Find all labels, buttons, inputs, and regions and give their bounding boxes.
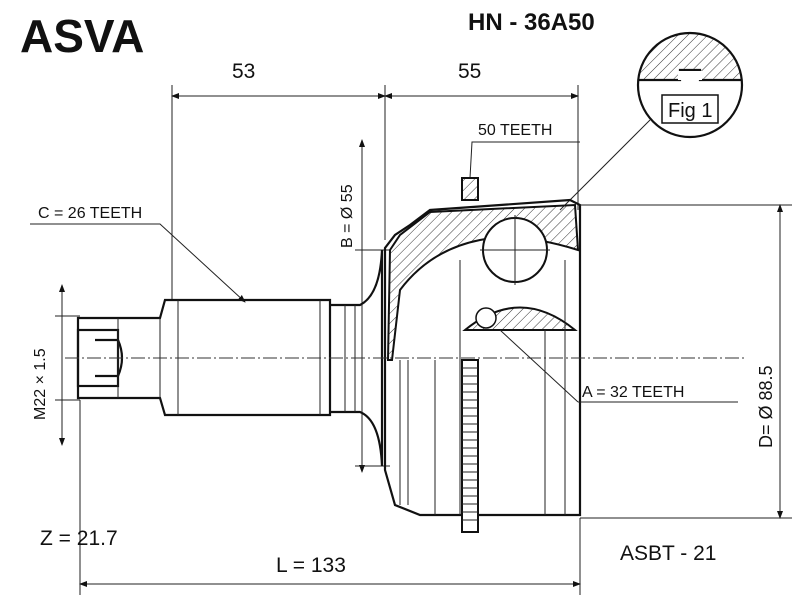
c-teeth-leader — [30, 223, 246, 303]
outer-teeth-leader — [469, 141, 580, 179]
b-diameter-label: B = Ø 55 — [339, 184, 356, 248]
spline-key — [461, 177, 479, 201]
length-right-label: 55 — [458, 60, 481, 83]
outer-teeth-label: 50 TEETH — [478, 122, 552, 139]
fig-label: Fig 1 — [668, 100, 712, 122]
thread-label: M22 × 1.5 — [32, 348, 49, 420]
d-diameter-label: D= Ø 88.5 — [756, 365, 776, 448]
fig1-detail: Fig 1 — [559, 31, 744, 211]
part-number: HN - 36A50 — [468, 9, 595, 36]
brand-logo: ASVA — [20, 10, 144, 62]
length-left-label: 53 — [232, 60, 255, 83]
abs-ring — [461, 359, 479, 533]
a-teeth-label: A = 32 TEETH — [582, 384, 684, 401]
top-dimension: 53 55 — [171, 60, 579, 300]
reference-number: ASBT - 21 — [620, 542, 717, 565]
outer-housing — [383, 198, 582, 517]
a-teeth-leader — [499, 329, 579, 403]
c-teeth-label: C = 26 TEETH — [38, 205, 142, 222]
total-length-label: L = 133 — [276, 554, 346, 577]
z-value-label: Z = 21.7 — [40, 527, 118, 550]
